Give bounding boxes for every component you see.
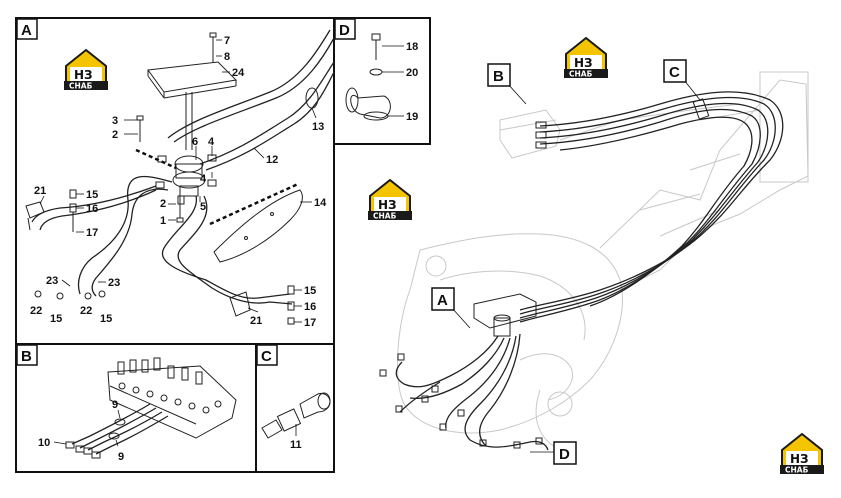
svg-text:7: 7	[224, 35, 230, 47]
panel-d-frame	[333, 17, 431, 145]
panel-c-drawing	[261, 392, 331, 439]
machine-overview	[379, 71, 809, 451]
svg-text:4: 4	[200, 173, 207, 185]
svg-text:22: 22	[30, 305, 42, 317]
panel-a-tag: A	[16, 18, 38, 40]
brand-logo: НЗ СНАБ	[779, 433, 825, 475]
svg-text:9: 9	[112, 399, 118, 411]
svg-text:СНАБ: СНАБ	[785, 466, 809, 475]
svg-text:6: 6	[192, 136, 198, 148]
svg-text:4: 4	[208, 136, 215, 148]
svg-text:17: 17	[86, 227, 98, 239]
svg-text:НЗ: НЗ	[574, 56, 593, 70]
svg-text:16: 16	[86, 203, 98, 215]
svg-text:2: 2	[112, 129, 118, 141]
svg-text:23: 23	[46, 275, 58, 287]
panel-b-tag: B	[16, 344, 38, 366]
svg-text:19: 19	[406, 111, 418, 123]
svg-text:15: 15	[304, 285, 316, 297]
svg-text:16: 16	[304, 301, 316, 313]
svg-text:C: C	[669, 64, 680, 81]
brand-logo: НЗ СНАБ	[63, 49, 109, 91]
svg-text:14: 14	[314, 197, 327, 209]
overview-tag-d: D	[530, 441, 577, 465]
svg-text:21: 21	[250, 315, 262, 327]
svg-text:2: 2	[160, 198, 166, 210]
svg-text:9: 9	[118, 451, 124, 463]
svg-text:5: 5	[200, 201, 206, 213]
svg-text:НЗ: НЗ	[378, 198, 397, 212]
brand-logo: НЗ СНАБ	[563, 37, 609, 79]
svg-text:24: 24	[232, 67, 245, 79]
panel-c-callouts: 11	[290, 424, 302, 451]
svg-text:22: 22	[80, 305, 92, 317]
svg-text:15: 15	[100, 313, 112, 325]
svg-text:8: 8	[224, 51, 230, 63]
svg-text:17: 17	[304, 317, 316, 329]
panel-a-callouts: 7 8 24 3 2 6 4 13 12 21 15 16 17 4 5 2 1…	[30, 35, 327, 329]
svg-text:B: B	[21, 348, 32, 365]
panel-d-drawing	[345, 33, 391, 121]
svg-text:A: A	[437, 292, 448, 309]
brand-logo: НЗ СНАБ	[367, 179, 413, 221]
overview-tag-a: A	[431, 287, 471, 329]
svg-text:15: 15	[50, 313, 62, 325]
svg-text:НЗ: НЗ	[74, 68, 93, 82]
svg-text:C: C	[261, 348, 272, 365]
svg-text:12: 12	[266, 154, 278, 166]
svg-text:20: 20	[406, 67, 418, 79]
svg-text:15: 15	[86, 189, 98, 201]
panel-b-callouts: 9 10 9	[38, 399, 124, 463]
svg-text:10: 10	[38, 437, 50, 449]
svg-text:13: 13	[312, 121, 324, 133]
svg-text:НЗ: НЗ	[790, 452, 809, 466]
panel-d-tag: D	[334, 18, 356, 40]
panel-b-drawing	[65, 357, 237, 459]
svg-text:11: 11	[290, 439, 302, 451]
svg-text:A: A	[21, 22, 32, 39]
svg-text:23: 23	[108, 277, 120, 289]
svg-text:СНАБ: СНАБ	[69, 82, 93, 91]
svg-text:1: 1	[160, 215, 166, 227]
overview-tag-c: C	[663, 59, 701, 101]
panel-d-callouts: 18 20 19	[382, 41, 418, 123]
svg-text:СНАБ: СНАБ	[373, 212, 397, 221]
svg-text:18: 18	[406, 41, 418, 53]
svg-text:21: 21	[34, 185, 46, 197]
svg-text:СНАБ: СНАБ	[569, 70, 593, 79]
svg-text:B: B	[493, 68, 504, 85]
panel-a-drawing	[25, 29, 335, 325]
svg-text:D: D	[559, 446, 570, 463]
overview-tag-b: B	[487, 63, 527, 105]
panel-c-tag: C	[256, 344, 278, 366]
svg-text:D: D	[339, 22, 350, 39]
panel-c-frame	[255, 343, 335, 473]
svg-text:3: 3	[112, 115, 118, 127]
